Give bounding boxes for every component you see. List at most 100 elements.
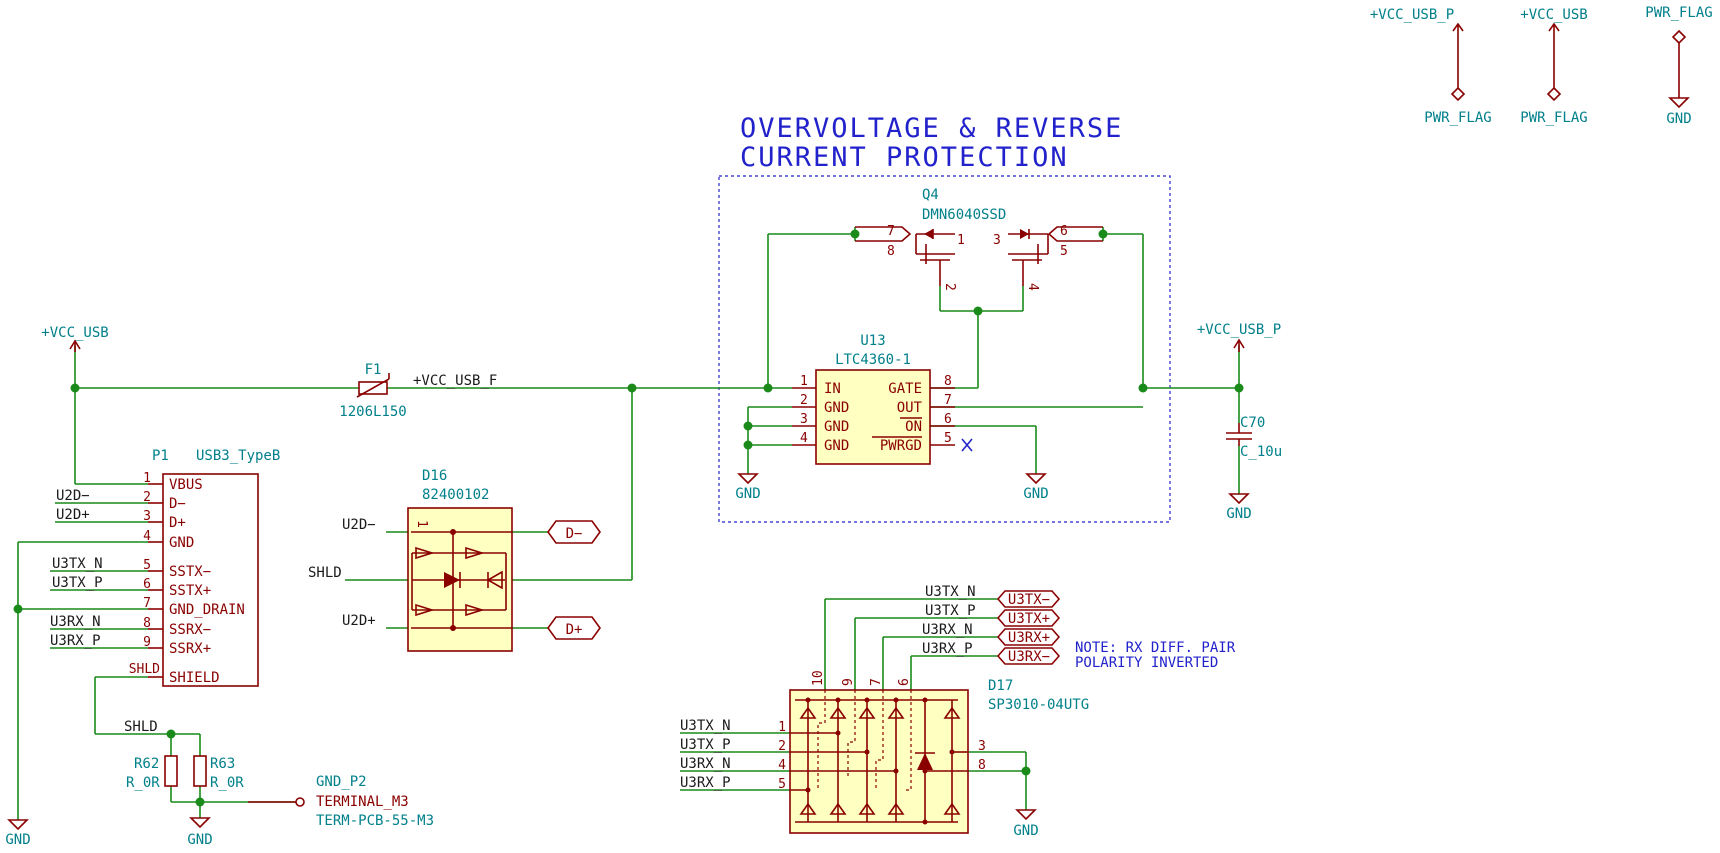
r63-ref: R63 [210, 756, 235, 772]
vcc-usb-label: +VCC_USB [41, 325, 108, 341]
net-u2d-p-d16: U2D+ [342, 613, 376, 629]
connector-p1: P1 USB3_TypeB 1 2 3 4 5 6 7 8 9 SHLD VBU… [129, 448, 280, 687]
u13-pin6-num: 6 [944, 412, 952, 427]
d17-ref: D17 [988, 678, 1013, 694]
hlabel-u3rx-p: U3RX+ [996, 628, 1061, 646]
mosfet-q4: Q4 DMN6040SSD 7 8 1 2 3 4 6 5 [855, 187, 1103, 291]
d17-pin2: 2 [778, 739, 786, 754]
f1-value: 1206L150 [339, 404, 406, 420]
p1-pin1-num: 1 [143, 471, 151, 486]
gnd-label-d17: GND [1013, 823, 1038, 839]
net-u3rx-n-d17: U3RX_N [680, 756, 731, 772]
hlabel-u3tx-p-text: U3TX+ [1008, 611, 1050, 627]
port-d-plus: D+ [547, 616, 601, 640]
d17-pin5: 5 [778, 777, 786, 792]
d16-ref: D16 [422, 468, 447, 484]
pwr-flag-label-1: PWR_FLAG [1424, 110, 1491, 126]
hlabel-u3tx-n: U3TX− [996, 590, 1061, 608]
f1-ref: F1 [365, 362, 382, 378]
u13-pin8-num: 8 [944, 374, 952, 389]
power-label-vcc-usb-p: +VCC_USB_P [1370, 7, 1454, 23]
q4-ref: Q4 [922, 187, 939, 203]
r63-value: R_0R [210, 775, 244, 791]
net-u3rx-p-top: U3RX_P [922, 641, 973, 657]
u13-pin8-name: GATE [888, 381, 922, 397]
power-flag-gnd: PWR_FLAG GND [1645, 5, 1712, 127]
p1-pin5-num: 5 [143, 558, 151, 573]
r62-ref: R62 [134, 756, 159, 772]
u13-pin2-num: 2 [800, 393, 808, 408]
pwr-flag-label-2: PWR_FLAG [1520, 110, 1587, 126]
net-label-vcc-usb-f: +VCC_USB_F [413, 373, 497, 389]
gnd-label-r63: GND [187, 832, 212, 848]
gnd-label-p1: GND [5, 832, 30, 848]
d17-value: SP3010-04UTG [988, 697, 1089, 713]
p1-pin3-name: D+ [169, 515, 186, 531]
hlabel-u3tx-n-text: U3TX− [1008, 592, 1050, 608]
q4-pin2: 2 [942, 283, 957, 291]
hlabel-u3tx-p: U3TX+ [996, 609, 1061, 627]
p1-pin6-name: SSTX+ [169, 583, 211, 599]
p1-pin8-name: SSRX− [169, 622, 211, 638]
net-shld-d16: SHLD [308, 565, 342, 581]
gnd-label-flag: GND [1666, 111, 1691, 127]
net-u3rx-n-p1: U3RX_N [50, 614, 101, 630]
q4-pin4: 4 [1025, 283, 1040, 291]
ic-u13: U13 LTC4360-1 1 2 3 4 IN GND GND GND 8 7… [792, 333, 973, 465]
net-u3tx-p-p1: U3TX_P [52, 575, 103, 591]
section-title-line2: CURRENT PROTECTION [740, 142, 1069, 173]
d17-body [789, 689, 969, 834]
q4-pin7: 7 [887, 224, 895, 239]
gnd-symbols: GND GND GND GND GND GND [5, 473, 1252, 848]
c70-value: C_10u [1240, 444, 1282, 460]
term-value: TERM-PCB-55-M3 [316, 813, 434, 829]
hlabel-u3rx-n-text: U3RX− [1008, 649, 1050, 665]
net-u3rx-n-top: U3RX_N [922, 622, 973, 638]
p1-value: USB3_TypeB [196, 448, 280, 464]
p1-pin6-num: 6 [143, 577, 151, 592]
d17-pin4: 4 [778, 758, 786, 773]
port-d-plus-label: D+ [566, 622, 583, 638]
tvs-d17: D17 SP3010-04UTG 1 2 4 5 10 9 7 6 3 8 [778, 670, 1089, 834]
protection-box [718, 175, 1171, 523]
p1-pin-shld-num: SHLD [129, 662, 160, 677]
p1-pin2-name: D− [169, 496, 186, 512]
p1-pin7-num: 7 [143, 596, 151, 611]
d17-pin7: 7 [869, 678, 884, 686]
resistor-r63: R63 R_0R [193, 755, 244, 791]
p1-pin8-num: 8 [143, 616, 151, 631]
hlabel-u3rx-n: U3RX− [996, 647, 1061, 665]
port-d-minus-label: D− [566, 526, 583, 542]
u13-pin5-name: PWRGD [880, 438, 922, 454]
u13-pin4-name: GND [824, 438, 849, 454]
net-u3tx-n-d17: U3TX_N [680, 718, 731, 734]
u13-pin6-name: ON [905, 419, 922, 435]
section-title-line1: OVERVOLTAGE & REVERSE [740, 113, 1123, 144]
d17-pin6: 6 [897, 678, 912, 686]
pwr-flag-label-3: PWR_FLAG [1645, 5, 1712, 21]
p1-pin2-num: 2 [143, 490, 151, 505]
u13-pin1-name: IN [824, 381, 841, 397]
d17-pin1: 1 [778, 720, 786, 735]
p1-pin9-num: 9 [143, 635, 151, 650]
gnd-label-u13: GND [735, 486, 760, 502]
d16-pin1: 1 [414, 520, 429, 528]
p1-pin7-name: GND_DRAIN [169, 602, 245, 618]
net-shld-res: SHLD [124, 719, 158, 735]
p1-body [162, 473, 259, 687]
u13-pin7-name: OUT [897, 400, 923, 416]
q4-pin3: 3 [993, 233, 1001, 248]
d16-value: 82400102 [422, 487, 489, 503]
u13-body [815, 369, 931, 465]
u13-pin3-num: 3 [800, 412, 808, 427]
wires [17, 227, 1240, 820]
terminal-m3: GND_P2 TERMINAL_M3 TERM-PCB-55-M3 [248, 774, 434, 829]
fuse-f1: F1 1206L150 [339, 362, 406, 420]
p1-pin5-name: SSTX− [169, 564, 211, 580]
power-flag-vcc-usb: +VCC_USB PWR_FLAG [1520, 7, 1587, 126]
q4-value: DMN6040SSD [922, 207, 1006, 223]
net-u3tx-n-top: U3TX_N [925, 584, 976, 600]
junctions [13, 229, 1244, 807]
power-flag-vcc-usb-p: +VCC_USB_P PWR_FLAG [1370, 7, 1492, 126]
